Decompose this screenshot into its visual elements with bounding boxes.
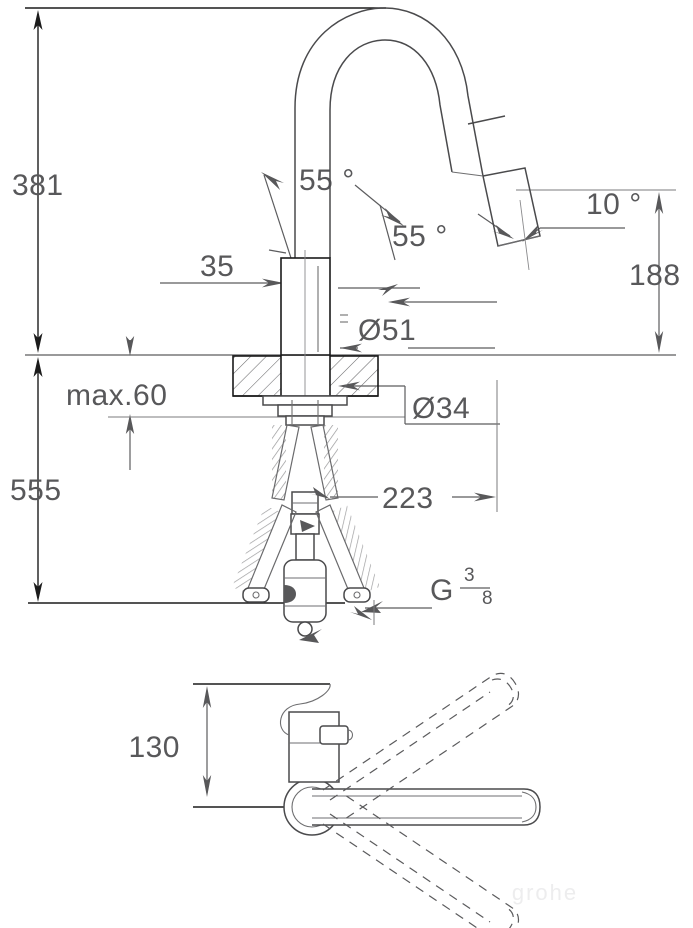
angle-55-left: 55 ° xyxy=(261,164,355,259)
dimension-381: 381 xyxy=(12,10,64,353)
angle-55-right: 55 ° xyxy=(338,184,448,296)
spout-gooseneck xyxy=(294,7,541,271)
dimension-35-label: 35 xyxy=(200,250,234,283)
dimension-d34: Ø34 xyxy=(338,381,500,425)
angle-55-left-label: 55 ° xyxy=(299,164,355,197)
label-thread-g38: G 3 8 xyxy=(361,565,493,613)
plan-spout-swivel-upper xyxy=(322,672,520,822)
thread-denominator-label: 8 xyxy=(482,588,493,609)
dimension-max60: max.60 xyxy=(66,336,405,470)
dimension-188-label: 188 xyxy=(629,259,681,292)
dimension-555: 555 xyxy=(10,357,62,602)
thread-leader-arrow xyxy=(299,629,322,643)
thread-prefix-label: G xyxy=(430,574,454,607)
plan-spout-swivel-lower xyxy=(322,792,520,928)
watermark-text: grohe xyxy=(512,880,578,905)
dimension-188: 188 xyxy=(516,189,681,353)
hose-length-arrows xyxy=(308,487,375,625)
plan-spout-center xyxy=(312,788,541,826)
angle-10-spray: 10 ° xyxy=(477,188,642,242)
dimension-223: 223 xyxy=(330,380,498,515)
angle-10-label: 10 ° xyxy=(586,188,642,221)
dimension-d34-label: Ø34 xyxy=(412,392,470,425)
dimension-max60-label: max.60 xyxy=(66,379,167,412)
dimension-d51: Ø51 xyxy=(340,297,497,353)
dimension-381-label: 381 xyxy=(12,169,64,202)
faucet-column xyxy=(280,250,348,400)
mounting-hardware xyxy=(262,395,348,426)
supply-hoses xyxy=(271,424,339,561)
dimension-223-label: 223 xyxy=(382,482,434,515)
dimension-130: 130 xyxy=(128,683,330,808)
dimension-d51-label: Ø51 xyxy=(358,314,416,347)
pulldown-hoses xyxy=(232,504,380,603)
dimension-130-label: 130 xyxy=(128,731,180,764)
counterweight xyxy=(283,559,327,637)
angle-55-right-label: 55 ° xyxy=(392,220,448,253)
dimension-35: 35 xyxy=(160,250,285,300)
thread-numerator-label: 3 xyxy=(464,565,475,586)
dimension-555-label: 555 xyxy=(10,474,62,507)
countertop-section xyxy=(232,355,379,397)
